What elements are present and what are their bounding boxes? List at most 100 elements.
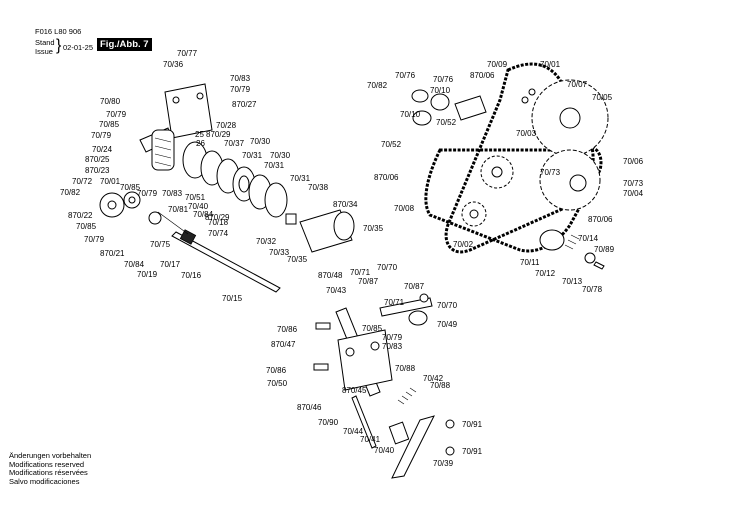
- part-label: 70/50: [267, 379, 288, 388]
- sprocket-detail: [521, 88, 536, 104]
- part-label: 70/87: [358, 277, 379, 286]
- part-label: 70/35: [287, 255, 308, 264]
- part-label: 870/21: [100, 249, 125, 258]
- footer-line: Salvo modificaciones: [9, 476, 80, 486]
- part-label: 70/70: [377, 263, 398, 272]
- part-label: 70/19: [137, 270, 158, 279]
- part-label: 70/44: [343, 427, 364, 436]
- part-label: 70/49: [437, 320, 458, 329]
- part-label: 70/30: [270, 151, 291, 160]
- part-label: 70/31: [264, 161, 285, 170]
- part-label: 70/38: [308, 183, 329, 192]
- part-label: 70/75: [150, 240, 171, 249]
- part-label: 70/85: [99, 120, 120, 129]
- part-label: 870/45: [342, 386, 367, 395]
- part-label: 870/06: [374, 173, 399, 182]
- bracket-plate: [164, 83, 213, 139]
- part-label: 870/48: [318, 271, 343, 280]
- part-label: 70/01: [100, 177, 121, 186]
- part-label: 870/27: [232, 100, 257, 109]
- part-label: 70/84: [193, 210, 214, 219]
- part-label: 870/29: [205, 213, 230, 222]
- part-label: 70/12: [535, 269, 556, 278]
- part-label: 70/86: [266, 366, 287, 375]
- part-label: 870/47: [271, 340, 296, 349]
- part-label: 870/23: [85, 166, 110, 175]
- part-label: 70/03: [516, 129, 537, 138]
- part-label: 70/87: [404, 282, 425, 291]
- guide-knob: [408, 310, 428, 326]
- footer-notes: Änderungen vorbehalten Modifications res…: [9, 451, 91, 486]
- part-label: 70/82: [367, 81, 388, 90]
- part-label: 70/90: [318, 418, 339, 427]
- part-label: 70/91: [462, 420, 483, 429]
- fork-lever: [391, 415, 435, 479]
- clutch-discs: [182, 141, 288, 218]
- part-label: 70/52: [381, 140, 402, 149]
- part-label: 70/01: [540, 60, 561, 69]
- part-label: 70/16: [181, 271, 202, 280]
- part-label: 70/91: [462, 447, 483, 456]
- part-label: 70/73: [540, 168, 561, 177]
- part-label: 70/06: [623, 157, 644, 166]
- stand-issue-label: Stand Issue: [35, 38, 55, 56]
- part-label: 70/10: [400, 110, 421, 119]
- part-label: 70/15: [222, 294, 243, 303]
- part-label: 70/05: [592, 93, 613, 102]
- part-labels: 70/77 70/36 70/83 70/79 70/80 70/79 870/…: [60, 49, 644, 468]
- spring-housing: [151, 129, 175, 171]
- issue-date: 02-01-25: [63, 43, 94, 52]
- part-label: 70/79: [91, 131, 112, 140]
- figure-label: Fig./Abb. 7: [97, 38, 152, 51]
- part-label: 70/31: [290, 174, 311, 183]
- part-label: 70/82: [60, 188, 81, 197]
- part-label: 70/71: [384, 298, 405, 307]
- part-label: 25: [195, 130, 204, 139]
- part-label: 70/83: [162, 189, 183, 198]
- part-label: 70/02: [453, 240, 474, 249]
- main-shaft: [148, 211, 281, 293]
- part-label: 70/31: [242, 151, 263, 160]
- mid-sprocket: [539, 149, 601, 211]
- small-sprocket-right: [461, 155, 514, 227]
- tensioner-assembly: [539, 229, 605, 270]
- coupling-hub: [285, 209, 355, 253]
- part-label: 70/76: [395, 71, 416, 80]
- part-label: 70/78: [582, 285, 603, 294]
- part-label: 70/51: [185, 193, 206, 202]
- idler-shaft: [411, 89, 487, 126]
- part-label: 70/76: [433, 75, 454, 84]
- part-label: 70/28: [216, 121, 237, 130]
- footer-line: Modifications reserved: [9, 459, 85, 469]
- part-label: 70/36: [163, 60, 184, 69]
- part-label: 70/89: [594, 245, 615, 254]
- part-label: 870/46: [297, 403, 322, 412]
- footer-line: Modifications réservées: [9, 468, 88, 477]
- part-label: 70/11: [520, 258, 540, 267]
- part-label: 70/88: [430, 381, 451, 390]
- part-label: 70/13: [562, 277, 583, 286]
- part-label: 70/17: [160, 260, 181, 269]
- part-label: 70/85: [76, 222, 97, 231]
- part-label: 70/79: [230, 85, 251, 94]
- part-label: 70/40: [188, 202, 209, 211]
- part-label: 70/81: [168, 205, 189, 214]
- part-label: 70/79: [84, 235, 105, 244]
- part-label: 70/33: [269, 248, 290, 257]
- part-label: 70/74: [208, 229, 229, 238]
- bolts: [313, 293, 455, 456]
- part-label: 70/85: [362, 324, 383, 333]
- part-label: 70/18: [208, 218, 229, 227]
- document-id: F016 L80 906: [35, 27, 82, 36]
- part-label: 70/10: [430, 86, 451, 95]
- part-label: 70/43: [326, 286, 347, 295]
- part-label: 70/40: [374, 446, 395, 455]
- large-sprocket: [531, 79, 609, 157]
- sprocket-small: [99, 191, 141, 218]
- part-label: 70/39: [433, 459, 454, 468]
- part-label: 870/22: [68, 211, 93, 220]
- part-label: 70/04: [623, 189, 644, 198]
- part-label: 70/52: [436, 118, 457, 127]
- part-label: 70/37: [224, 139, 245, 148]
